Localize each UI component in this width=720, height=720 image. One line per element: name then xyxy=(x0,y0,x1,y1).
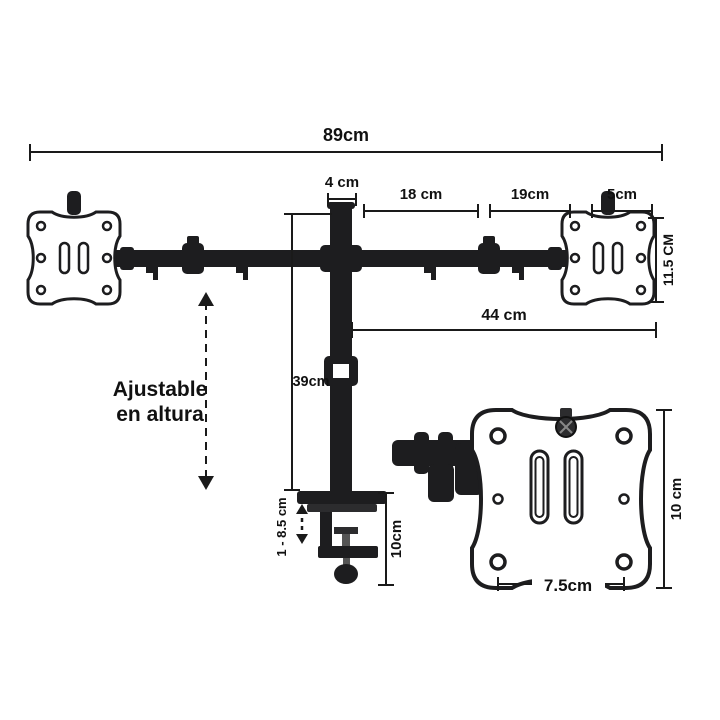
vesa-plate-left xyxy=(26,191,122,306)
clamp-back xyxy=(320,512,332,552)
dim-pole-height: 39cm xyxy=(284,213,332,491)
vesa-slot-inner xyxy=(534,456,545,518)
label-segment-19: 19cm xyxy=(511,186,549,203)
dim-segment-18: 18 cm xyxy=(363,186,479,218)
desk-clamp xyxy=(297,491,387,584)
dim-pole-width: 4 cm xyxy=(325,174,359,206)
plate-body xyxy=(26,210,122,306)
cable-clip-icon xyxy=(236,267,248,280)
screw-hole xyxy=(101,220,113,232)
label-detail-hole-spacing: 7.5cm xyxy=(544,576,592,595)
dim-detail-plate-height: 10 cm xyxy=(656,409,685,589)
clamp-screw-rod-lower xyxy=(343,558,350,567)
vesa-slot xyxy=(77,241,90,275)
screw-hole xyxy=(635,252,647,264)
screw-hole xyxy=(35,252,47,264)
screw-hole xyxy=(635,284,647,296)
detail-arm-clip xyxy=(438,432,453,474)
detail-bolt xyxy=(560,408,572,418)
tilt-knob xyxy=(601,191,615,215)
label-backing xyxy=(532,571,605,598)
vesa-slot xyxy=(611,241,624,275)
screw-hole xyxy=(489,427,507,445)
clamp-foot-pad xyxy=(334,527,358,534)
vesa-plate-detail xyxy=(392,408,652,590)
left-plate-connector xyxy=(120,247,134,270)
screw-hole xyxy=(101,252,113,264)
screw-hole xyxy=(35,220,47,232)
clamp-pad xyxy=(307,504,377,512)
pole-collar-slot xyxy=(333,364,349,378)
arrow-down-icon xyxy=(296,534,308,544)
label-pole-width: 4 cm xyxy=(325,174,359,191)
label-pole-height: 39cm xyxy=(292,374,329,390)
screw-hole xyxy=(618,493,630,505)
label-detail-plate-height: 10 cm xyxy=(668,478,685,521)
clamp-top-plate xyxy=(297,491,387,504)
label-adjustable-1: Ajustable xyxy=(113,378,208,401)
dim-segment-19: 19cm xyxy=(489,186,571,218)
screw-hole xyxy=(35,284,47,296)
label-segment-18: 18 cm xyxy=(400,186,443,203)
label-clamp-opening: 1 - 8.5 cm xyxy=(274,497,289,556)
label-clamp-height: 10cm xyxy=(388,520,405,558)
screw-hole xyxy=(615,553,633,571)
vesa-slot-inner xyxy=(568,456,579,518)
clamp-screw-rod xyxy=(342,534,350,548)
dim-plate-edge: 5cm xyxy=(591,186,653,218)
hinge-screw xyxy=(187,236,199,245)
arrow-up-icon xyxy=(296,504,308,514)
clamp-bottom-arm xyxy=(318,546,378,558)
detail-plate-body xyxy=(470,408,652,590)
arrow-down-icon xyxy=(198,476,214,490)
height-adjust-annotation: Ajustable en altura xyxy=(113,292,214,490)
hinge-screw xyxy=(483,236,495,245)
left-hinge-joint xyxy=(182,243,204,274)
vesa-plate-right xyxy=(560,191,656,306)
arrow-up-icon xyxy=(198,292,214,306)
dim-detail-hole-spacing: 7.5cm xyxy=(497,571,625,598)
screw-hole xyxy=(101,284,113,296)
label-total-width: 89cm xyxy=(323,125,369,145)
right-hinge-joint xyxy=(478,243,500,274)
screw-hole xyxy=(489,553,507,571)
dim-arm-reach: 44 cm xyxy=(351,307,657,338)
dim-clamp-height: 10cm xyxy=(378,492,405,586)
center-pole xyxy=(324,202,358,501)
cable-clip-icon xyxy=(146,267,158,280)
detail-arm-clip xyxy=(414,432,429,474)
label-plate-height: 11.5 CM xyxy=(660,234,676,286)
vesa-slot xyxy=(58,241,71,275)
cable-clip-icon xyxy=(512,267,524,280)
right-plate-connector xyxy=(548,247,562,270)
screw-hole xyxy=(569,252,581,264)
clamp-knob xyxy=(334,564,358,584)
label-arm-reach: 44 cm xyxy=(481,307,526,324)
screw-hole xyxy=(569,220,581,232)
screw-hole xyxy=(492,493,504,505)
tilt-knob xyxy=(67,191,81,215)
pole-column xyxy=(330,205,352,501)
detail-bracket xyxy=(428,464,454,502)
vesa-slot xyxy=(592,241,605,275)
screw-hole xyxy=(569,284,581,296)
label-adjustable-2: en altura xyxy=(116,403,204,426)
dim-plate-height: 11.5 CM xyxy=(648,217,676,303)
dim-clamp-opening: 1 - 8.5 cm xyxy=(274,497,308,557)
screw-cross xyxy=(559,420,573,434)
dim-total-width: 89cm xyxy=(29,125,663,161)
cable-clip-icon xyxy=(424,267,436,280)
screw-hole xyxy=(615,427,633,445)
label-plate-edge: 5cm xyxy=(607,186,637,203)
plate-body xyxy=(560,210,656,306)
screw-hole xyxy=(635,220,647,232)
